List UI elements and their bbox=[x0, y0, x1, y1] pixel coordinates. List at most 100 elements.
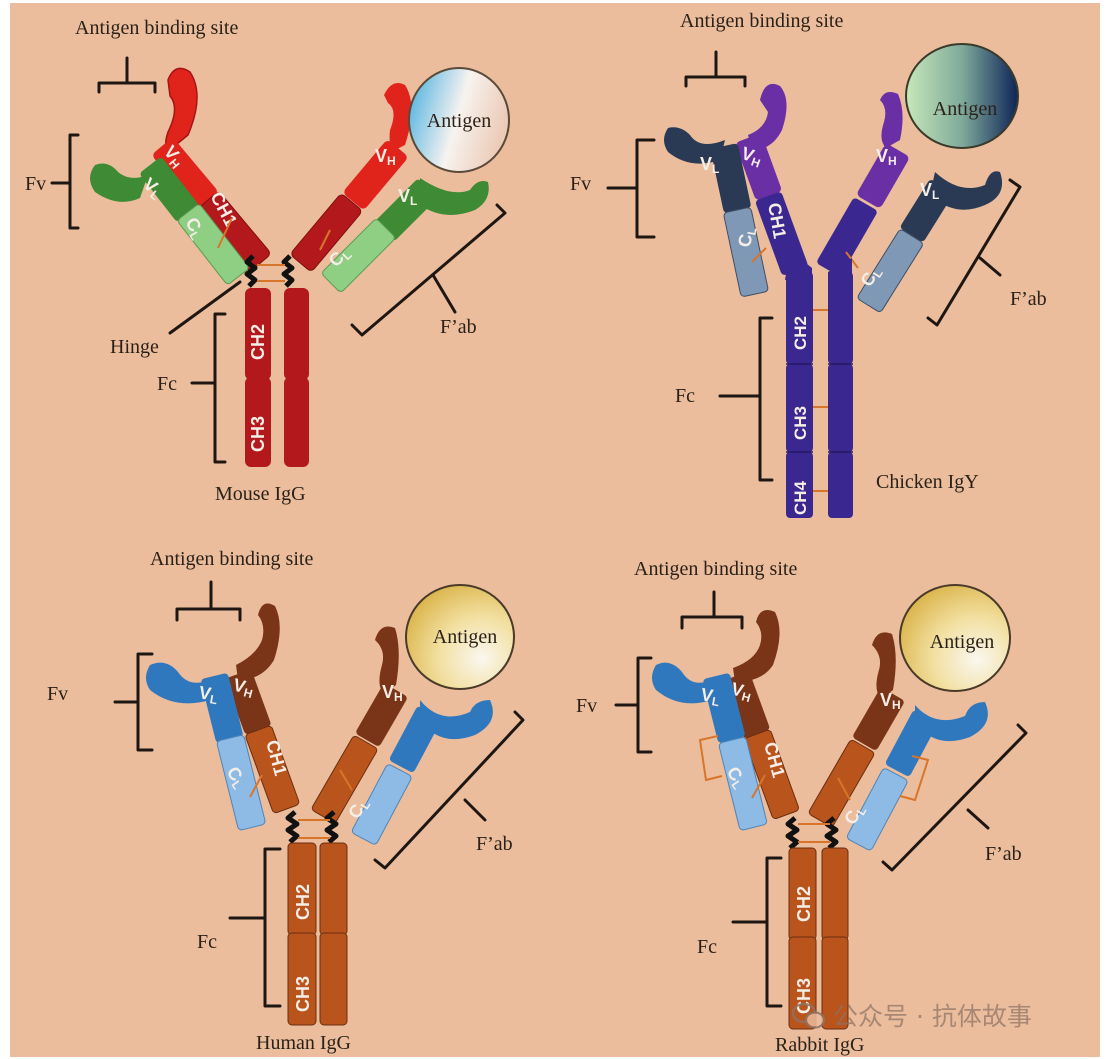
vl-label: VL bbox=[920, 180, 939, 202]
disulfide-bond bbox=[837, 777, 851, 801]
right-light-chain: CL bbox=[840, 702, 988, 851]
cl-domain bbox=[351, 764, 412, 845]
vl-domain bbox=[375, 179, 437, 241]
vl-domain bbox=[140, 157, 198, 221]
hinge-pointer bbox=[168, 280, 242, 335]
vl-label: VL bbox=[699, 684, 722, 709]
watermark-text: 公众号 · 抗体故事 bbox=[833, 1002, 1032, 1031]
antigen: Antigen bbox=[405, 584, 515, 690]
fc-region: CH2 CH3 bbox=[245, 288, 309, 467]
fc-bracket bbox=[731, 856, 783, 1008]
vl-domain bbox=[711, 143, 751, 213]
ch2-label: CH2 bbox=[293, 884, 313, 920]
vl-label: VL bbox=[197, 682, 220, 707]
ch3-domain bbox=[245, 377, 271, 467]
antigen-label: Antigen bbox=[427, 110, 491, 132]
fc-bracket bbox=[190, 312, 227, 464]
left-light-chain: VL CL bbox=[146, 662, 266, 831]
vh-domain bbox=[736, 134, 781, 200]
disulfide-bond bbox=[217, 217, 233, 249]
vh-domain-hook bbox=[384, 82, 412, 150]
fab-label: F’ab bbox=[476, 833, 513, 855]
ch1-domain bbox=[817, 198, 877, 276]
fab-bracket bbox=[926, 178, 1022, 327]
fab-label: F’ab bbox=[440, 316, 477, 338]
vh-domain-hook bbox=[748, 83, 787, 150]
fc-label: Fc bbox=[197, 931, 217, 953]
antigen-label: Antigen bbox=[933, 98, 997, 120]
species-label: Human IgG bbox=[256, 1032, 351, 1054]
ch3-domain bbox=[821, 936, 849, 1030]
hinge-label: Hinge bbox=[110, 336, 159, 358]
antigen-binding-site-bracket bbox=[680, 590, 744, 630]
ch3-label: CH3 bbox=[794, 978, 814, 1014]
vl-domain bbox=[201, 673, 243, 743]
vl-domain bbox=[703, 673, 745, 743]
fc-bracket bbox=[228, 847, 282, 1008]
vl-domain-hook bbox=[664, 127, 725, 164]
ch1-domain bbox=[245, 725, 300, 814]
ch2-domain bbox=[319, 842, 348, 936]
right-light-chain: CL bbox=[344, 700, 493, 845]
antigen-binding-site-label: Antigen binding site bbox=[75, 17, 238, 39]
antigen-binding-site-label: Antigen binding site bbox=[634, 558, 797, 580]
right-heavy-chain: VH bbox=[817, 92, 909, 276]
ch3-domain bbox=[319, 932, 348, 1026]
ch4-label: CH4 bbox=[791, 480, 810, 515]
ch3-domain bbox=[287, 932, 317, 1026]
cl-domain bbox=[718, 736, 768, 831]
fc-region: CH2 CH3 CH4 bbox=[785, 250, 853, 518]
cl-domain bbox=[216, 734, 266, 831]
vh-label: VH bbox=[876, 146, 897, 168]
right-heavy-chain: VH bbox=[291, 82, 412, 271]
fc-label: Fc bbox=[157, 373, 177, 395]
vh-domain-hook bbox=[236, 603, 280, 680]
fv-bracket bbox=[113, 652, 154, 752]
fab-label: F’ab bbox=[1010, 288, 1047, 310]
disulfide-bond bbox=[319, 229, 331, 251]
ch3-label: CH3 bbox=[791, 406, 810, 440]
antigen-label: Antigen bbox=[433, 626, 497, 648]
vl-domain bbox=[900, 180, 953, 242]
species-label: Chicken IgY bbox=[876, 471, 979, 493]
vh-label: VH bbox=[382, 682, 403, 704]
wechat-icon bbox=[791, 1002, 826, 1029]
antigen-circle bbox=[405, 584, 515, 690]
fc-label: Fc bbox=[675, 385, 695, 407]
disulfide-bond bbox=[751, 774, 766, 799]
ch2-domain bbox=[821, 847, 849, 941]
panel-rabbit-igg: Antigen binding site VH CH1 VL CL VH bbox=[576, 558, 1028, 1056]
ch3-domain bbox=[786, 364, 813, 452]
fab-bracket bbox=[350, 203, 507, 337]
vl-domain bbox=[885, 710, 937, 776]
cl-domain bbox=[723, 207, 769, 297]
hinge-left bbox=[285, 810, 300, 844]
left-light-chain: VL CL bbox=[90, 157, 249, 285]
fc-region: CH2 CH3 bbox=[287, 842, 348, 1026]
ch2-domain bbox=[786, 272, 813, 364]
ch4-domain bbox=[786, 452, 813, 518]
fv-label: Fv bbox=[576, 695, 597, 717]
fv-label: Fv bbox=[47, 683, 68, 705]
cl-label: CL bbox=[734, 225, 759, 249]
left-light-chain: VL CL bbox=[652, 662, 768, 831]
panel-mouse-igg: Antigen binding site VH CH1 VL CL VH bbox=[25, 17, 510, 505]
right-light-chain: VL CL bbox=[322, 178, 489, 292]
ch2-domain bbox=[828, 272, 853, 364]
vl-domain-hook bbox=[146, 662, 214, 704]
vl-domain-hook bbox=[90, 163, 148, 202]
fv-label: Fv bbox=[25, 173, 46, 195]
fv-bracket bbox=[606, 138, 656, 239]
antigen-binding-site-bracket bbox=[684, 50, 747, 88]
disulfide-bond bbox=[339, 769, 353, 791]
antigen: Antigen bbox=[408, 67, 510, 173]
watermark: 公众号 · 抗体故事 bbox=[791, 1002, 1032, 1031]
hinge-left bbox=[785, 816, 800, 850]
vl-label: VL bbox=[700, 154, 719, 176]
vh-domain-hook bbox=[880, 92, 903, 148]
ch3-label: CH3 bbox=[248, 416, 268, 452]
vl-domain bbox=[389, 706, 441, 772]
ch3-domain bbox=[828, 364, 853, 452]
ch2-domain bbox=[284, 288, 309, 380]
